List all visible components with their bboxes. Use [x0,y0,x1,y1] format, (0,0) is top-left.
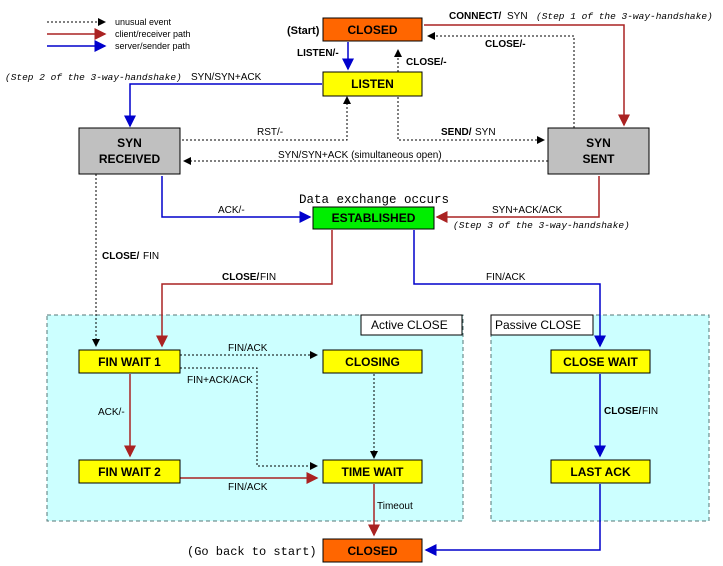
state-time-wait: TIME WAIT [322,459,423,484]
legend-client: client/receiver path [115,29,191,39]
svg-text:SYN: SYN [586,136,611,150]
svg-text:TIME WAIT: TIME WAIT [342,465,405,479]
client-edges [124,24,630,537]
listen-edge-label: LISTEN/- [297,48,339,59]
close-edge-label-2: CLOSE/- [406,57,447,68]
syn-synack-label: SYN/SYN+ACK [191,72,262,83]
svg-text:LAST ACK: LAST ACK [570,465,631,479]
fin-ack-closing-label: FIN/ACK [228,343,268,354]
close-fin-mid-bold: CLOSE/ [222,272,259,283]
svg-text:FIN WAIT 1: FIN WAIT 1 [98,355,161,369]
passive-close-label: Passive CLOSE [495,318,581,332]
ack-dash-label: ACK/- [218,205,245,216]
active-close-region: Active CLOSE [46,314,464,522]
state-close-wait: CLOSE WAIT [550,349,651,374]
close-fin-right-bold: CLOSE/ [604,406,641,417]
unusual-edges [92,32,575,470]
close-edge-label-1: CLOSE/- [485,39,526,50]
timeout-label: Timeout [377,501,413,512]
close-fin-left-bold: CLOSE/ [102,251,139,262]
svg-text:CLOSED: CLOSED [347,23,397,37]
step3-note: (Step 3 of the 3-way-handshake) [453,220,630,231]
data-exchange-label: Data exchange occurs [299,193,449,207]
state-established: ESTABLISHED [312,206,435,230]
svg-text:SENT: SENT [582,152,615,166]
step1-note: (Step 1 of the 3-way-handshake) [536,11,713,22]
close-fin-mid-rest: FIN [260,272,276,283]
state-closed-end: CLOSED [322,538,423,563]
start-label: (Start) [287,25,320,37]
legend-unusual: unusual event [115,17,172,27]
legend-server: server/sender path [115,41,190,51]
state-closing: CLOSING [322,349,423,374]
svg-text:FIN WAIT 2: FIN WAIT 2 [98,465,161,479]
state-fin-wait-2: FIN WAIT 2 [78,459,181,484]
connect-label-bold: CONNECT/ [449,11,501,22]
fin-ack-bottom-label: FIN/ACK [228,482,268,493]
svg-text:CLOSE WAIT: CLOSE WAIT [563,355,638,369]
state-syn-sent: SYN SENT [547,127,650,175]
svg-text:LISTEN: LISTEN [351,77,394,91]
fin-ack-right-label: FIN/ACK [486,272,526,283]
state-listen: LISTEN [322,71,423,97]
server-edges [124,42,606,556]
svg-text:SYN: SYN [117,136,142,150]
simultaneous-label: SYN/SYN+ACK (simultaneous open) [278,150,442,161]
active-close-label: Active CLOSE [371,318,448,332]
state-closed: CLOSED [322,17,423,42]
synack-ack-label: SYN+ACK/ACK [492,205,563,216]
svg-text:CLOSED: CLOSED [347,544,397,558]
rst-label: RST/- [257,127,283,138]
connect-label-rest: SYN [507,11,528,22]
go-back-label: (Go back to start) [187,545,317,559]
step2-note: (Step 2 of the 3-way-handshake) [5,72,182,83]
send-label-bold: SEND/ [441,127,472,138]
svg-text:CLOSING: CLOSING [345,355,400,369]
send-label-rest: SYN [475,127,496,138]
svg-text:RECEIVED: RECEIVED [99,152,161,166]
finack-ack-label: FIN+ACK/ACK [187,375,253,386]
close-fin-left-rest: FIN [143,251,159,262]
ack-dash-label-2: ACK/- [98,407,125,418]
state-syn-received: SYN RECEIVED [78,127,181,175]
state-last-ack: LAST ACK [550,459,651,484]
close-fin-right-rest: FIN [642,406,658,417]
legend: unusual event client/receiver path serve… [47,17,191,52]
state-fin-wait-1: FIN WAIT 1 [78,349,181,374]
svg-text:ESTABLISHED: ESTABLISHED [332,211,416,225]
